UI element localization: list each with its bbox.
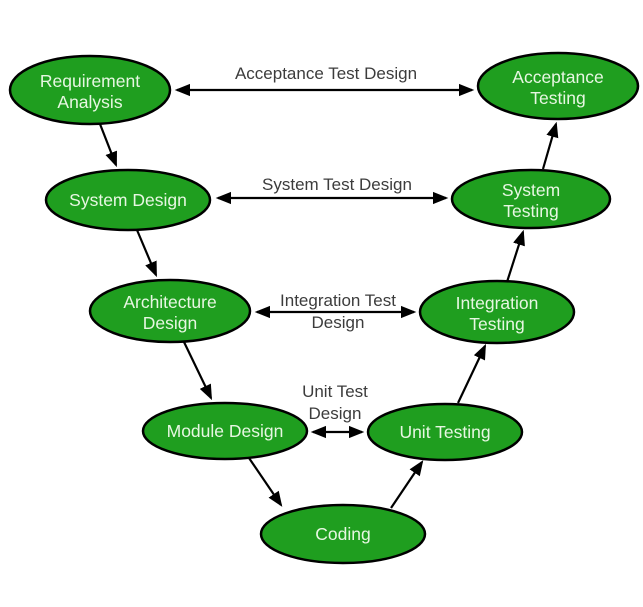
acceptance-testing-label-line2: Testing xyxy=(530,88,585,108)
node-integration-testing: Integration Testing xyxy=(418,279,576,345)
coding-label: Coding xyxy=(315,524,370,544)
acceptance-testing-ellipse xyxy=(476,51,640,121)
edge-systemtesting-to-acceptancetesting xyxy=(541,121,559,170)
architecture-design-label-line2: Design xyxy=(143,313,197,333)
edge-label-unit-test-design-line1: Unit Test xyxy=(302,382,368,401)
node-unit-testing: Unit Testing xyxy=(366,402,524,462)
edge-label-system-test-design: System Test Design xyxy=(262,175,412,194)
architecture-design-ellipse xyxy=(88,278,252,344)
requirement-analysis-label-line2: Analysis xyxy=(57,92,122,112)
node-system-testing: System Testing xyxy=(450,168,612,230)
edge-architecture-to-moduledesign xyxy=(183,341,213,401)
system-design-ellipse xyxy=(44,168,212,232)
architecture-design-label-line1: Architecture xyxy=(123,292,216,312)
system-testing-label-line1: System xyxy=(502,180,560,200)
edge-label-integration-test-design-line2: Design xyxy=(312,313,365,332)
acceptance-testing-label-line1: Acceptance xyxy=(512,67,603,87)
requirement-analysis-ellipse xyxy=(8,54,172,126)
integration-testing-ellipse xyxy=(418,279,576,345)
node-coding: Coding xyxy=(259,503,427,565)
edge-label-unit-test-design-line2: Design xyxy=(309,404,362,423)
edge-label-integration-test-design-line1: Integration Test xyxy=(280,291,396,310)
node-architecture-design: Architecture Design xyxy=(88,278,252,344)
edge-requirement-to-systemdesign xyxy=(98,123,118,168)
edge-integrationtesting-to-systemtesting xyxy=(505,229,525,283)
integration-testing-label-line2: Testing xyxy=(469,314,524,334)
node-requirement-analysis: Requirement Analysis xyxy=(8,54,172,126)
coding-ellipse xyxy=(259,503,427,565)
edge-unittesting-to-integrationtesting xyxy=(457,343,486,404)
module-design-ellipse xyxy=(141,401,309,461)
unit-testing-ellipse xyxy=(366,402,524,462)
requirement-analysis-label-line1: Requirement xyxy=(40,71,140,91)
node-module-design: Module Design xyxy=(141,401,309,461)
edge-coding-to-unittesting xyxy=(390,460,424,509)
integration-testing-label-line1: Integration xyxy=(456,293,539,313)
edge-systemdesign-to-architecture xyxy=(135,229,158,278)
node-acceptance-testing: Acceptance Testing xyxy=(476,51,640,121)
system-testing-label-line2: Testing xyxy=(503,201,558,221)
edge-moduledesign-to-coding xyxy=(248,457,283,507)
edge-label-acceptance-test-design: Acceptance Test Design xyxy=(235,64,417,83)
module-design-label: Module Design xyxy=(167,421,284,441)
system-testing-ellipse xyxy=(450,168,612,230)
unit-testing-label: Unit Testing xyxy=(399,422,490,442)
node-system-design: System Design xyxy=(44,168,212,232)
system-design-label: System Design xyxy=(69,190,187,210)
